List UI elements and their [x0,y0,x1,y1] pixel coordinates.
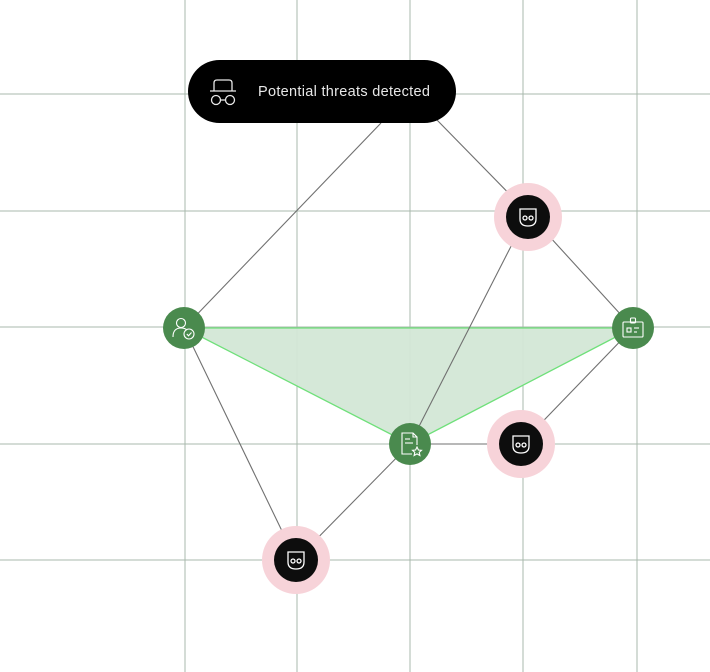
threat-core [506,195,550,239]
edge-user-threat3 [183,327,297,561]
document-star-icon [401,432,423,457]
edge-badge-user [183,122,382,329]
mask-icon [512,435,530,454]
threat-alert-badge[interactable]: Potential threats detected [188,60,456,123]
incognito-icon [210,78,236,105]
edge-threat1-document [409,212,529,445]
user-node[interactable] [163,307,205,349]
mask-icon [519,208,537,227]
threat-alert-label: Potential threats detected [258,83,431,100]
id-badge-icon [622,317,644,338]
threat-core [499,422,543,466]
threat-node-3[interactable] [262,526,330,594]
document-node[interactable] [389,423,431,465]
idcard-node[interactable] [612,307,654,349]
highlight-triangle [183,327,634,445]
threat-node-2[interactable] [487,410,555,478]
mask-icon [287,551,305,570]
user-check-icon [172,317,195,340]
threat-core [274,538,318,582]
node-circle [612,307,654,349]
threat-node-1[interactable] [494,183,562,251]
node-circle [389,423,431,465]
